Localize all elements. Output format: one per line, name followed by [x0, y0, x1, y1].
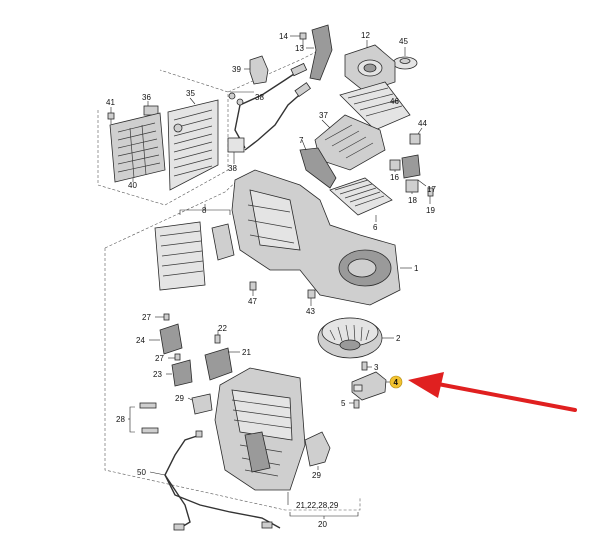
label-43: 43	[306, 307, 315, 316]
label-22: 22	[218, 324, 227, 333]
label-44: 44	[418, 119, 427, 128]
label-39: 39	[232, 65, 241, 74]
part-41-screw	[107, 107, 115, 124]
main-hvac-housing	[231, 169, 412, 306]
part-23	[166, 359, 193, 387]
part-16	[389, 159, 401, 172]
label-38b: 38	[228, 164, 237, 173]
label-41: 41	[106, 98, 115, 107]
label-24: 24	[136, 336, 145, 345]
part-38-pipes	[227, 62, 312, 164]
part-19-screw	[427, 187, 434, 204]
part-39	[244, 55, 269, 85]
label-20: 20	[318, 520, 327, 529]
highlight-marker-4	[389, 375, 403, 389]
red-pointer-arrow	[408, 372, 577, 412]
label-12: 12	[361, 31, 370, 40]
assembly-outline	[104, 248, 361, 511]
label-45: 45	[399, 37, 408, 46]
label-40: 40	[128, 181, 137, 190]
part-47-screw	[249, 281, 257, 296]
part-22-screw	[214, 330, 221, 344]
part-6-cabin-filter	[329, 177, 393, 222]
label-28: 28	[116, 415, 125, 424]
label-23: 23	[153, 370, 162, 379]
label-5: 5	[341, 399, 346, 408]
label-35: 35	[186, 89, 195, 98]
label-4: 4	[394, 378, 399, 387]
label-46: 46	[390, 97, 399, 106]
part-36	[143, 101, 159, 116]
part-29-a	[187, 393, 213, 415]
label-38a: 38	[255, 93, 264, 102]
label-17: 17	[427, 185, 436, 194]
part-2-blower-motor	[317, 317, 394, 359]
part-20-lower-housing	[214, 367, 306, 505]
label-group-21-22-28-29: 21,22,28,29	[296, 501, 339, 510]
part-44	[409, 127, 423, 145]
label-6: 6	[373, 223, 378, 232]
label-13: 13	[295, 44, 304, 53]
label-21: 21	[242, 348, 251, 357]
part-14-screw	[290, 32, 307, 48]
part-18	[405, 179, 419, 194]
part-5-screw	[349, 399, 360, 409]
part-35-evaporator	[167, 97, 219, 191]
label-14: 14	[279, 32, 288, 41]
part-8-filters	[154, 204, 235, 291]
part-37-flap-housing	[314, 114, 386, 171]
label-50: 50	[137, 468, 146, 477]
label-37: 37	[319, 111, 328, 120]
part-43-screw	[307, 289, 316, 306]
part-13	[306, 24, 333, 81]
part-21	[204, 347, 240, 381]
part-3-screw	[361, 361, 372, 371]
label-7: 7	[299, 136, 304, 145]
part-40-heater-core	[109, 112, 166, 183]
label-36: 36	[142, 93, 151, 102]
label-16: 16	[390, 173, 399, 182]
evap-outline	[97, 69, 229, 206]
label-2: 2	[396, 334, 401, 343]
label-27b: 27	[155, 354, 164, 363]
label-18: 18	[408, 196, 417, 205]
label-29a: 29	[175, 394, 184, 403]
part-29-b	[304, 431, 331, 470]
part-4-blower-resistor	[351, 371, 392, 401]
label-27a: 27	[142, 313, 151, 322]
label-19: 19	[426, 206, 435, 215]
label-1: 1	[414, 264, 419, 273]
label-8: 8	[202, 206, 207, 215]
label-29b: 29	[312, 471, 321, 480]
part-12	[344, 40, 396, 93]
part-28	[128, 402, 159, 434]
part-50-wiring-harness	[149, 430, 281, 531]
part-27-screw-a	[155, 313, 170, 321]
part-24	[149, 323, 183, 355]
label-3: 3	[374, 363, 379, 372]
part-7	[299, 139, 337, 189]
part-45	[392, 47, 418, 70]
part-46	[339, 81, 411, 131]
part-27-screw-b	[168, 353, 181, 361]
group-bracket-20	[289, 512, 359, 519]
part-17	[401, 154, 427, 187]
label-47: 47	[248, 297, 257, 306]
